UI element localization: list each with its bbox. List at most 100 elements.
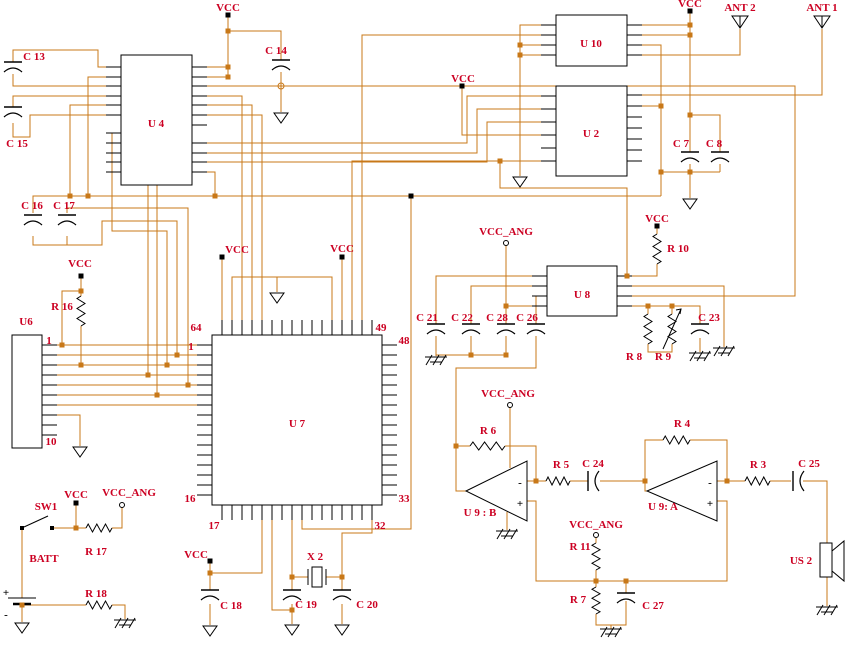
wire[interactable] xyxy=(647,344,673,353)
wire[interactable] xyxy=(12,95,107,107)
wire[interactable] xyxy=(519,24,541,176)
wire[interactable] xyxy=(207,121,541,163)
resistor-r6[interactable] xyxy=(469,441,506,451)
capacitor-c22[interactable] xyxy=(461,323,481,335)
capacitor-c23[interactable] xyxy=(690,323,710,335)
wire[interactable] xyxy=(470,285,547,324)
resistor-r7[interactable] xyxy=(590,586,602,615)
speaker-body[interactable] xyxy=(819,542,833,578)
wire[interactable] xyxy=(455,336,537,492)
resistor-r18[interactable] xyxy=(85,599,113,611)
wire[interactable] xyxy=(69,104,107,196)
wire[interactable] xyxy=(12,74,107,87)
wire[interactable] xyxy=(207,104,253,320)
capacitor-c24[interactable] xyxy=(587,470,600,492)
wire[interactable] xyxy=(803,480,828,543)
wire[interactable] xyxy=(112,604,126,619)
wire[interactable] xyxy=(642,29,823,96)
switch-sw1[interactable] xyxy=(20,515,54,530)
capacitor-c16[interactable] xyxy=(23,214,43,226)
connector-u6-body[interactable] xyxy=(11,334,43,449)
wire[interactable] xyxy=(66,207,189,385)
resistor-r11[interactable] xyxy=(590,542,602,571)
capacitor-c28[interactable] xyxy=(496,323,516,335)
capacitor-c26[interactable] xyxy=(526,323,546,335)
ic-u7-body[interactable] xyxy=(211,334,383,506)
resistor-r16[interactable] xyxy=(76,295,86,327)
antenna-ant2[interactable] xyxy=(731,15,749,29)
antenna-ant1[interactable] xyxy=(813,15,831,29)
capacitor-c7[interactable] xyxy=(680,151,700,163)
wire-layer[interactable] xyxy=(12,11,828,629)
wire[interactable] xyxy=(61,290,81,345)
wire[interactable] xyxy=(228,30,282,60)
wire[interactable] xyxy=(271,520,292,611)
capacitor-c18[interactable] xyxy=(200,589,220,601)
wire[interactable] xyxy=(301,196,412,530)
wire[interactable] xyxy=(461,86,541,136)
wire[interactable] xyxy=(32,195,661,213)
wire[interactable] xyxy=(12,114,107,138)
wire[interactable] xyxy=(505,445,537,481)
wire[interactable] xyxy=(107,152,158,395)
capacitor-c25[interactable] xyxy=(792,470,805,492)
wire[interactable] xyxy=(361,34,541,320)
resistor-r3[interactable] xyxy=(744,475,771,487)
wire[interactable] xyxy=(210,520,263,574)
resistor-r4[interactable] xyxy=(662,434,691,446)
wire[interactable] xyxy=(207,85,796,297)
capacitor-c15[interactable] xyxy=(3,106,23,118)
wire[interactable] xyxy=(207,114,263,320)
ic-u10-body[interactable] xyxy=(555,14,628,67)
wire[interactable] xyxy=(642,44,662,196)
capacitor-c21[interactable] xyxy=(426,323,446,335)
wire[interactable] xyxy=(690,114,721,152)
capacitor-c13[interactable] xyxy=(3,61,23,73)
resistor-r8[interactable] xyxy=(643,313,653,345)
wire[interactable] xyxy=(595,601,627,626)
crystal-body[interactable] xyxy=(311,566,323,588)
wire[interactable] xyxy=(435,275,547,324)
ic-u2-body[interactable] xyxy=(555,85,628,177)
ic-u8-body[interactable] xyxy=(546,265,618,317)
resistor-r9[interactable] xyxy=(662,308,682,350)
wire[interactable] xyxy=(207,171,216,196)
capacitor-c19[interactable] xyxy=(282,589,302,601)
resistor-r5[interactable] xyxy=(545,475,571,487)
ic-u4[interactable] xyxy=(106,54,207,186)
capacitor-c17[interactable] xyxy=(57,214,77,226)
wire[interactable] xyxy=(32,220,178,355)
capacitor-c27[interactable] xyxy=(616,592,636,604)
wire[interactable] xyxy=(231,276,333,320)
opamp-u9b-triangle[interactable] xyxy=(464,460,528,522)
wire[interactable] xyxy=(617,285,725,347)
wire[interactable] xyxy=(617,305,701,324)
ic-u10[interactable] xyxy=(541,14,642,67)
battery-batt[interactable]: +- xyxy=(3,587,36,621)
wire[interactable] xyxy=(57,414,81,446)
connector-u6[interactable] xyxy=(11,334,57,449)
wire[interactable] xyxy=(207,95,243,320)
opamp-u9b[interactable]: -+ xyxy=(464,460,528,522)
wire[interactable] xyxy=(644,439,663,481)
wire[interactable] xyxy=(499,161,628,276)
ic-u2[interactable] xyxy=(541,85,642,177)
wire[interactable] xyxy=(341,520,373,577)
capacitor-c8[interactable] xyxy=(710,151,730,163)
wire[interactable] xyxy=(527,500,728,582)
ic-u8[interactable] xyxy=(532,265,632,317)
resistor-r10[interactable] xyxy=(652,233,662,265)
ic-u7[interactable] xyxy=(197,320,397,520)
wire[interactable] xyxy=(207,95,541,144)
opamp-u9a[interactable]: -+ xyxy=(645,460,718,522)
wire[interactable] xyxy=(87,76,107,196)
resistor-r17[interactable] xyxy=(85,522,113,534)
wire[interactable] xyxy=(617,264,658,277)
wire[interactable] xyxy=(642,29,741,56)
wire[interactable] xyxy=(351,160,541,320)
wire[interactable] xyxy=(12,49,107,68)
capacitor-c14[interactable] xyxy=(271,59,291,71)
crystal-x2[interactable] xyxy=(307,566,327,588)
capacitor-c20[interactable] xyxy=(332,589,352,601)
